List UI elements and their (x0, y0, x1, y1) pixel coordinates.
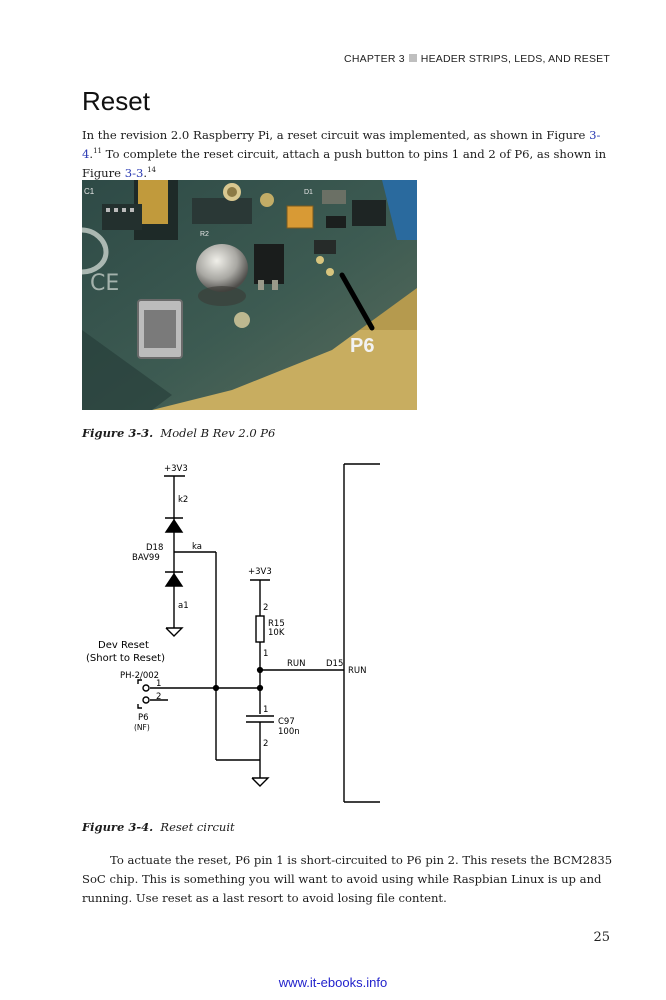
body-paragraph: To actuate the reset, P6 pin 1 is short-… (82, 853, 613, 905)
figure-3-4-text: Reset circuit (160, 820, 235, 834)
label-c97-value: 100n (278, 727, 300, 737)
p6-bracket-top (137, 679, 142, 684)
r2-photo-label: R2 (200, 231, 209, 238)
label-short-to-reset: (Short to Reset) (86, 653, 165, 664)
intro-text-2: To complete the reset circuit, attach a … (82, 147, 607, 180)
board-photo: CE P6 C1 R2 D1 (82, 180, 417, 410)
label-nf: (NF) (134, 723, 150, 732)
label-k2: k2 (178, 495, 188, 505)
p6-photo-label: P6 (350, 335, 374, 357)
label-r15: R15 (268, 619, 285, 629)
ground-c97 (251, 777, 270, 787)
header-pins (102, 204, 142, 230)
label-run-wire: RUN (287, 659, 306, 669)
footer-link[interactable]: www.it-ebooks.info (278, 975, 388, 990)
page-number: 25 (593, 930, 610, 945)
footnote-14: 14 (147, 166, 157, 175)
intro-text-1: In the revision 2.0 Raspberry Pi, a rese… (82, 128, 590, 142)
label-c97-pin2: 2 (263, 739, 268, 749)
d1-photo-label: D1 (304, 189, 313, 196)
p6-pin2-contact (142, 696, 150, 704)
label-c97-pin1: 1 (263, 705, 268, 715)
svg-text:CE: CE (90, 271, 119, 296)
junction-ka (212, 684, 220, 692)
label-p6-pin2: 2 (156, 692, 161, 702)
diode-a1 (164, 572, 184, 587)
figure-3-4-caption: Figure 3-4. Reset circuit (82, 820, 235, 834)
label-bav99: BAV99 (132, 553, 160, 563)
figure-3-3-link[interactable]: 3-3 (124, 166, 144, 180)
junction-run (256, 684, 264, 692)
reset-circuit-schematic: +3V3 k2 D18 BAV99 ka a1 +3V3 2 R15 10K 1… (82, 458, 382, 808)
figure-3-4-link[interactable]: 3-4 (82, 128, 601, 161)
resistor-r15 (255, 615, 265, 643)
label-r15-pin2: 2 (263, 603, 268, 613)
label-vcc-mid: +3V3 (248, 567, 272, 577)
chapter-label: CHAPTER 3 (344, 53, 405, 65)
header-separator (408, 54, 417, 62)
footnote-11: 11 (93, 147, 102, 156)
figure-3-4-label: Figure 3-4. (82, 820, 154, 834)
label-d15: D15 (326, 659, 343, 669)
junction-r15 (256, 666, 264, 674)
p6-pointer-line (339, 272, 375, 331)
figure-3-3-label: Figure 3-3. (82, 426, 154, 440)
label-ka: ka (192, 542, 202, 552)
p6-bracket-bottom (137, 704, 142, 709)
label-r15-pin1: 1 (263, 649, 268, 659)
label-ph-2-002: PH-2/002 (120, 671, 159, 681)
board-photo-svg: CE P6 C1 R2 D1 (82, 180, 417, 410)
label-p6-pin1: 1 (156, 679, 161, 689)
running-header: CHAPTER 3 HEADER STRIPS, LEDS, AND RESET (344, 53, 610, 65)
label-d18: D18 (146, 543, 163, 553)
c1-photo-label: C1 (84, 187, 95, 196)
chapter-title: HEADER STRIPS, LEDS, AND RESET (420, 53, 610, 65)
label-a1: a1 (178, 601, 189, 611)
label-r15-value: 10K (268, 628, 285, 638)
figure-3-3-caption: Figure 3-3. Model B Rev 2.0 P6 (82, 426, 275, 440)
label-dev-reset: Dev Reset (98, 640, 149, 651)
label-p6: P6 (138, 713, 149, 723)
label-vcc-top: +3V3 (164, 464, 188, 474)
label-run-pin: RUN (348, 666, 367, 676)
diode-k2 (164, 518, 184, 533)
ground-d18 (165, 627, 184, 637)
section-title: Reset (82, 86, 150, 116)
schematic-svg: +3V3 k2 D18 BAV99 ka a1 +3V3 2 R15 10K 1… (86, 463, 380, 803)
figure-3-3-text: Model B Rev 2.0 P6 (160, 426, 276, 440)
label-c97: C97 (278, 717, 295, 727)
capacitor (196, 244, 248, 292)
p6-pin1-contact (142, 684, 150, 692)
intro-paragraph: In the revision 2.0 Raspberry Pi, a rese… (82, 128, 607, 180)
